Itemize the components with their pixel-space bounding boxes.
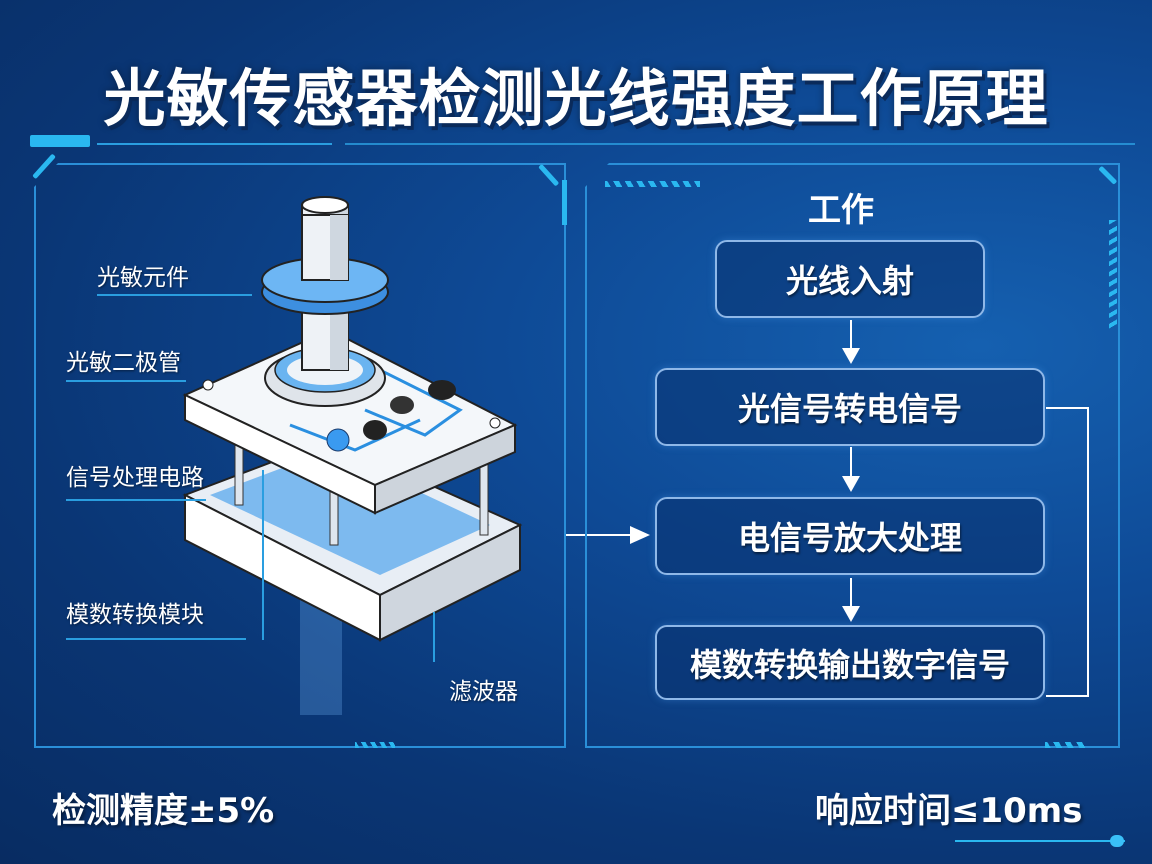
leader-line-vertical bbox=[433, 612, 435, 662]
panel-bottom-stripes bbox=[1045, 742, 1085, 748]
panel-top-stripes bbox=[605, 181, 700, 187]
panel-side-stripes bbox=[1109, 220, 1117, 330]
title-divider-left bbox=[97, 143, 332, 145]
flow-arrow bbox=[850, 447, 852, 477]
title-divider-right bbox=[345, 143, 1135, 145]
loop-line bbox=[1046, 695, 1089, 697]
leader-line bbox=[66, 380, 186, 382]
label-signal-processing-circuit: 信号处理电路 bbox=[66, 465, 204, 491]
response-time-stat: 响应时间≤10ms bbox=[815, 791, 1083, 831]
footer-accent-dot bbox=[1110, 835, 1124, 847]
leader-line bbox=[66, 499, 206, 501]
page-title: 光敏传感器检测光线强度工作原理 bbox=[103, 62, 1049, 135]
footer-accent-line bbox=[955, 840, 1125, 842]
flow-step-light-incidence: 光线入射 bbox=[715, 240, 985, 318]
connector-line bbox=[566, 534, 636, 536]
label-photosensitive-element: 光敏元件 bbox=[97, 265, 189, 291]
leader-line bbox=[97, 294, 252, 296]
flow-step-adc-output: 模数转换输出数字信号 bbox=[655, 625, 1045, 700]
flow-heading: 工作 bbox=[808, 190, 874, 229]
panel-corner-accent bbox=[562, 180, 567, 225]
arrow-down-icon bbox=[842, 606, 860, 622]
flow-step-amplify: 电信号放大处理 bbox=[655, 497, 1045, 575]
label-filter: 滤波器 bbox=[449, 679, 518, 705]
accuracy-stat: 检测精度±5% bbox=[52, 791, 275, 831]
loop-line bbox=[1046, 407, 1088, 409]
loop-line bbox=[1087, 407, 1089, 697]
arrow-down-icon bbox=[842, 476, 860, 492]
arrow-down-icon bbox=[842, 348, 860, 364]
leader-line-vertical bbox=[262, 470, 264, 640]
label-adc-module: 模数转换模块 bbox=[66, 602, 204, 628]
flow-step-light-to-electric: 光信号转电信号 bbox=[655, 368, 1045, 446]
flow-arrow bbox=[850, 320, 852, 350]
working-process-panel bbox=[585, 163, 1120, 748]
sensor-illustration bbox=[182, 196, 523, 715]
leader-line bbox=[66, 638, 246, 640]
panel-bottom-stripes bbox=[355, 742, 395, 748]
sensor-structure-panel bbox=[34, 163, 566, 748]
flow-arrow bbox=[850, 578, 852, 608]
connector-arrow-icon bbox=[630, 526, 650, 544]
label-photodiode: 光敏二极管 bbox=[66, 350, 181, 376]
title-accent-bar bbox=[30, 135, 90, 147]
